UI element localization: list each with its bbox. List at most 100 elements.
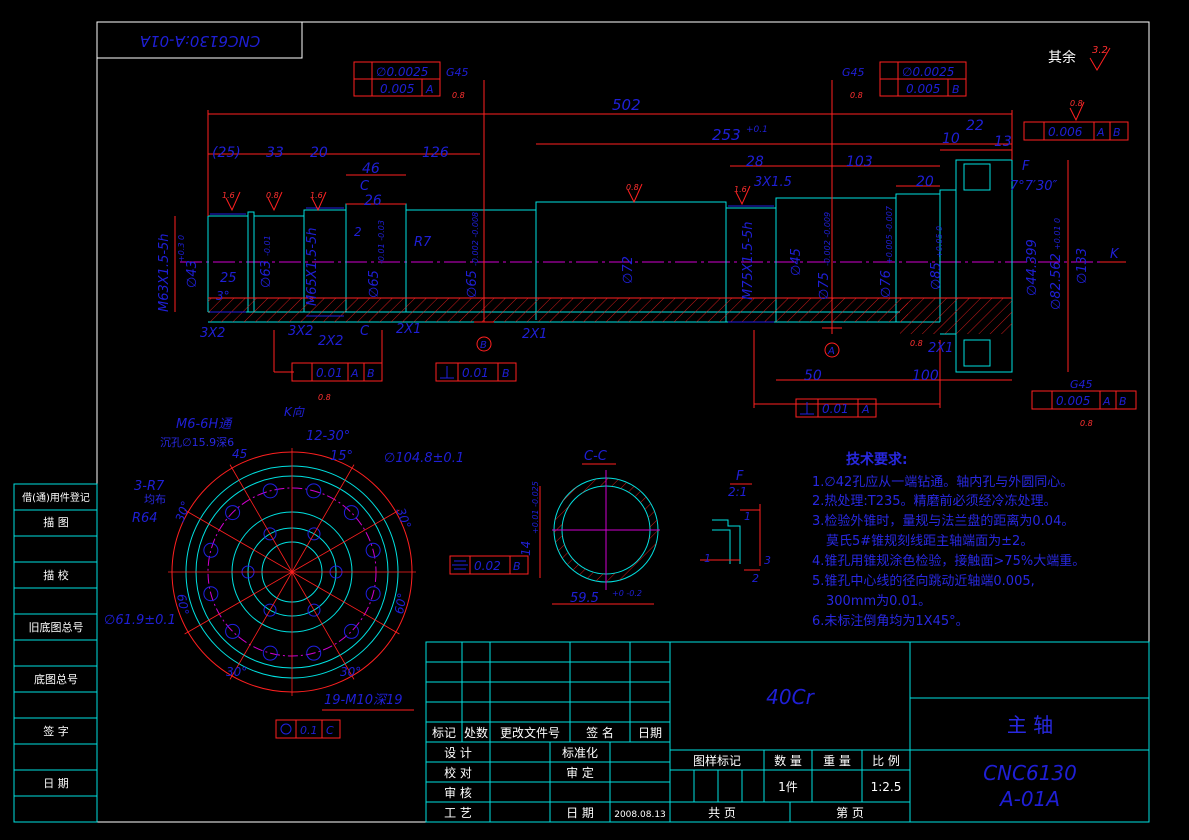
rough-4: 0.8 — [626, 183, 639, 192]
view-k-mark: K — [1110, 247, 1120, 262]
flange-12-30: 12-30° — [306, 429, 350, 444]
dim-20b: 20 — [916, 174, 934, 190]
flange-kview: K向 — [284, 405, 305, 419]
fcf-sym-cc: 0.02 B — [449, 555, 529, 575]
detail-f-scale: 2:1 — [728, 485, 747, 499]
fcf-rr-ref1: A — [1096, 126, 1105, 139]
flange-hole — [225, 505, 241, 521]
title-dwg-no1: CNC6130 — [983, 761, 1077, 785]
title-material: 40Cr — [766, 685, 815, 709]
dim-phi72: ∅72 — [621, 256, 636, 284]
fcf-rr-ref2: B — [1113, 126, 1121, 139]
fcf-right-top: ∅0.0025 G45 0.005 B — [842, 61, 967, 97]
dim-phi63: ∅63 — [259, 260, 274, 288]
rough-6: 0.8 — [1070, 99, 1083, 108]
flange-3r7-sub: 均布 — [144, 493, 166, 506]
note-1: 1.∅42孔应从一端钻通。轴内孔与外圆同心。 — [812, 474, 1073, 490]
flange-phi104: ∅104.8±0.1 — [384, 451, 464, 466]
roughness-other-label: 其余 — [1048, 49, 1076, 66]
flange-hole — [343, 623, 359, 639]
note-5b: 300mm为0.01。 — [826, 594, 931, 609]
flange-3r7: 3-R7 — [134, 479, 165, 494]
chamfer-2x1c: 2X1 — [928, 341, 953, 356]
flange-ray — [291, 509, 400, 573]
fcf-bottom-left-runout: 0.01 A B — [291, 362, 383, 382]
left-col-6: 日 期 — [43, 777, 69, 790]
dim-26: 26 — [364, 193, 382, 209]
flange-30b: 30° — [393, 506, 413, 531]
note-4: 4.锥孔用锥规涂色检验，接触面>75%大端重。 — [812, 553, 1085, 569]
fcf-brr-ref1: A — [1102, 395, 1111, 408]
dim-phi65b-tol: -0.002 -0.008 — [471, 212, 480, 266]
section-cc: C-C 14 +0.01 -0.025 59.5 +0 -0.2 — [519, 449, 660, 606]
left-col-5: 签 字 — [43, 724, 69, 738]
fcf-lt-r1: ∅0.0025 — [376, 65, 428, 79]
fcf-pl-value: 0.01 — [462, 366, 489, 380]
flange-ray — [184, 509, 293, 573]
title-block: 40Cr 主 轴 CNC6130 A-01A 标记 处数 更改文件号 签 名 日… — [425, 641, 1150, 823]
scale-value: 1:2.5 — [871, 780, 902, 794]
fcf-brr-value: 0.005 — [1056, 394, 1090, 408]
flange-30d: 30° — [340, 665, 361, 679]
sheet-no: 第 页 — [836, 806, 864, 820]
rough-7: 0.8 — [452, 91, 465, 100]
dim-phi43-tol: +0.3 0 — [177, 235, 186, 262]
fcf-pr-value: 0.01 — [822, 402, 849, 416]
row-design: 设 计 — [444, 746, 472, 760]
flange-ray — [229, 464, 293, 573]
flange-view-k: M6-6H通 沉孔∅15.9深6 K向 12-30° 45 15° ∅104.8… — [104, 405, 464, 711]
rough-2: 0.8 — [266, 191, 279, 200]
row-process: 工 艺 — [444, 806, 472, 820]
fcf-pl-ref: B — [502, 367, 510, 380]
flange-ray — [291, 571, 400, 635]
rough-9: 0.8 — [318, 393, 331, 402]
detail-f-1b: 1 — [704, 552, 711, 565]
stage-label: 图样标记 — [693, 753, 741, 768]
flange-15: 15° — [330, 449, 353, 464]
flange-inner-hole — [263, 603, 277, 617]
datum-b: B — [480, 340, 487, 351]
dim-phi75: ∅75 — [817, 272, 832, 300]
shaft-section-hatch — [208, 298, 908, 322]
flange-m10: 19-M10深19 — [324, 693, 403, 708]
qty-label: 数 量 — [774, 753, 802, 768]
section-cc-595-tol: +0 -0.2 — [612, 589, 642, 598]
dimension-lines — [174, 80, 1126, 408]
fcf-rt-ref: B — [952, 83, 960, 96]
rough-10: 0.8 — [910, 339, 923, 348]
roughness-other-value: 3.2 — [1092, 45, 1108, 56]
dim-25: 25 — [220, 271, 237, 286]
dim-phi65b: ∅65 — [465, 270, 480, 298]
dimension-texts: 502 (25) 33 20 46 126 26 253 +0.1 28 103… — [157, 96, 1120, 384]
dim-20a: 20 — [310, 145, 328, 161]
fcf-perp-left: 0.01 B — [435, 362, 517, 382]
rough-11: 0.8 — [1080, 419, 1093, 428]
flange-inner-hole — [263, 527, 277, 541]
detail-f-3: 3 — [764, 554, 771, 567]
detail-f-1a: 1 — [744, 510, 751, 523]
flange-hole — [343, 505, 359, 521]
rev-h3: 签 名 — [586, 725, 614, 740]
total-sheets: 共 页 — [708, 806, 736, 820]
chamfer-3x2b: 3X2 — [288, 324, 313, 339]
rev-h1: 处数 — [464, 725, 488, 740]
fcf-pos-flange: 0.1 C — [275, 719, 341, 739]
dim-46: 46 — [362, 161, 380, 177]
note-2: 2.热处理:T235。精磨前必须经冷冻处理。 — [812, 493, 1057, 509]
fcf-pf-ref: C — [326, 724, 334, 737]
dim-phi76: ∅76 — [879, 270, 894, 298]
weight-label: 重 量 — [823, 754, 851, 768]
left-register-column: 借(通)用件登记 描 图 描 校 旧底图总号 底图总号 签 字 日 期 — [13, 483, 98, 823]
dim-100: 100 — [912, 368, 939, 384]
dim-22: 22 — [966, 118, 984, 134]
fcf-blr-value: 0.01 — [316, 366, 343, 380]
fcf-brr-ref2: B — [1119, 395, 1127, 408]
dim-3deg: 3° — [216, 289, 230, 303]
row-date: 2008.08.13 — [614, 810, 666, 820]
dim-33: 33 — [266, 145, 284, 161]
section-mark-c-top: C — [360, 179, 370, 194]
fcf-rt-g45: G45 — [842, 66, 865, 79]
flange-ray — [229, 571, 293, 680]
flange-hole — [203, 542, 219, 558]
dim-phi133: ∅133 — [1075, 248, 1090, 284]
